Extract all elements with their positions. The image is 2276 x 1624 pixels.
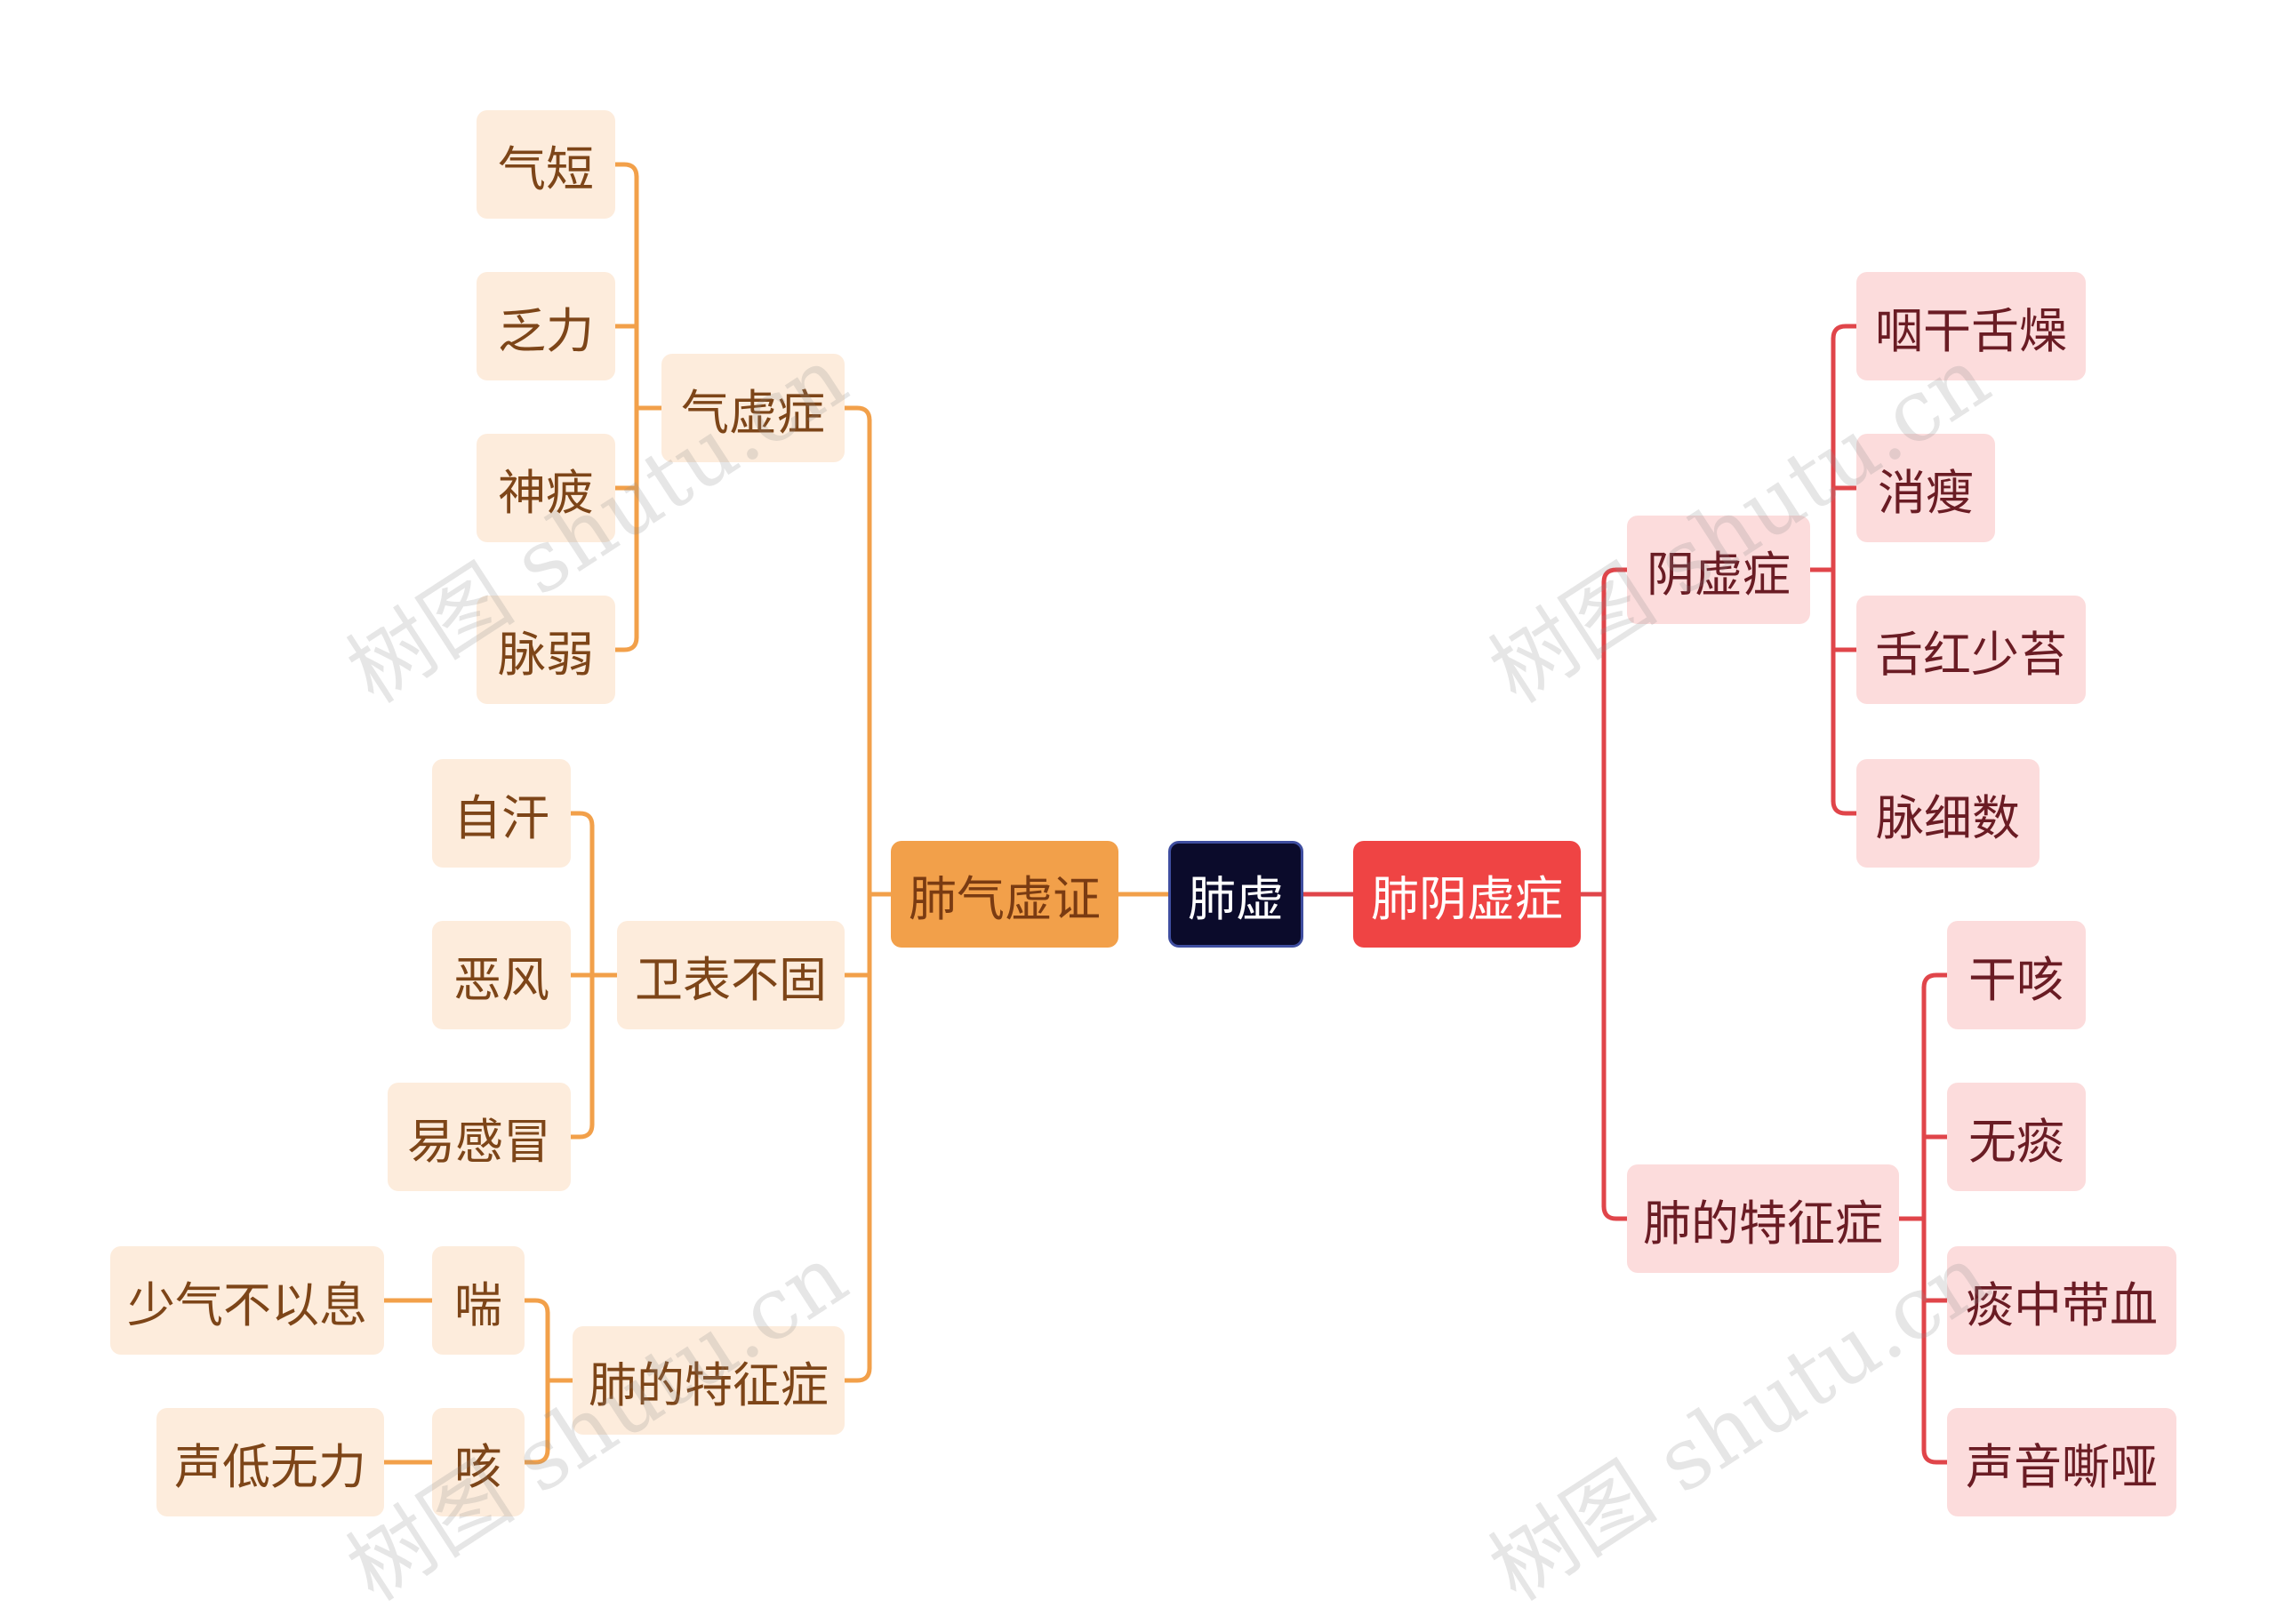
connector: [522, 1298, 550, 1316]
group-qi-deficiency[interactable]: 气虚症: [661, 354, 845, 462]
root-node[interactable]: 肺虚: [1168, 841, 1303, 948]
group-defensive-exterior[interactable]: 卫表不固: [617, 921, 845, 1029]
leaf-lassitude[interactable]: 神疲: [477, 434, 615, 542]
connector: [568, 811, 595, 828]
leaf-dry-cough[interactable]: 干咳: [1947, 921, 2086, 1029]
leaf-thin-rapid-pulse[interactable]: 脉细数: [1856, 759, 2040, 868]
leaf-spontaneous-sweating[interactable]: 自汗: [432, 759, 571, 868]
connector: [613, 162, 639, 180]
leaf-blood-in-phlegm[interactable]: 痰中带血: [1947, 1246, 2176, 1355]
connector: [1921, 972, 1950, 990]
connector: [1921, 1447, 1950, 1465]
leaf-aversion-to-wind[interactable]: 恶风: [432, 921, 571, 1029]
leaf-weak-pulse[interactable]: 脉弱: [477, 596, 615, 704]
group-yin-deficiency[interactable]: 阴虚症: [1627, 516, 1810, 624]
connector: [1601, 567, 1630, 585]
group-lung-features-right[interactable]: 肺的特征症: [1627, 1164, 1899, 1273]
branch-lung-qi-deficiency[interactable]: 肺气虚证: [891, 841, 1118, 948]
leaf-shortness-of-breath[interactable]: 气短: [477, 110, 615, 219]
connector: [613, 635, 639, 652]
leaf-wheezing[interactable]: 喘: [432, 1246, 525, 1355]
group-lung-features-left[interactable]: 肺的特征症: [573, 1326, 845, 1435]
leaf-hoarse-voice[interactable]: 声音嘶哑: [1947, 1408, 2176, 1516]
leaf-emaciation[interactable]: 消瘦: [1856, 434, 1995, 542]
branch-lung-yin-deficiency[interactable]: 肺阴虚症: [1353, 841, 1581, 948]
connector: [1601, 1204, 1630, 1221]
leaf-fatigue[interactable]: 乏力: [477, 272, 615, 380]
connector: [522, 1447, 550, 1465]
leaf-red-tongue-less-coating[interactable]: 舌红少苔: [1856, 596, 2086, 704]
leaf-dry-throat-tongue[interactable]: 咽干舌燥: [1856, 272, 2086, 380]
connector: [842, 1365, 872, 1383]
connector: [842, 405, 872, 423]
connector: [1831, 798, 1859, 816]
leaf-cough[interactable]: 咳: [432, 1408, 525, 1516]
detail-weak-voice[interactable]: 声低无力: [156, 1408, 384, 1516]
connector: [568, 1122, 595, 1140]
leaf-no-phlegm[interactable]: 无痰: [1947, 1083, 2086, 1191]
detail-shortness-of-qi[interactable]: 少气不以息: [110, 1246, 384, 1355]
leaf-catches-cold-easily[interactable]: 易感冒: [388, 1083, 571, 1191]
connector: [1831, 324, 1859, 341]
